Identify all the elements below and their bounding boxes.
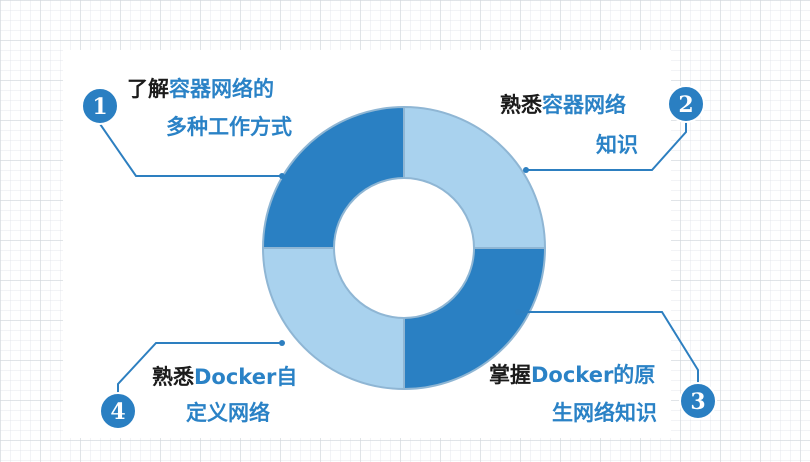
label-4-line-2: 定义网络 xyxy=(186,401,270,425)
connector-dot-2 xyxy=(523,167,529,173)
connector-dot-3 xyxy=(515,309,521,315)
connector-line-4 xyxy=(117,342,282,394)
label-4-line-1: 熟悉Docker自 xyxy=(152,362,297,392)
label-3-highlight: 掌握 xyxy=(489,363,531,387)
label-2-line-1: 熟悉容器网络 xyxy=(500,90,626,120)
ring-segment-2 xyxy=(403,105,547,249)
connector-line-2 xyxy=(526,122,687,171)
ring-segment-3 xyxy=(403,247,547,391)
number-badge-3: 3 xyxy=(679,382,717,420)
label-3-line-2: 生网络知识 xyxy=(552,401,657,425)
label-3-line-1: 掌握Docker的原 xyxy=(489,360,655,390)
badge-number-3: 3 xyxy=(690,389,705,415)
label-2-line-2: 知识 xyxy=(596,133,638,157)
label-4-highlight: 熟悉 xyxy=(152,365,194,389)
connector-dot-1 xyxy=(279,173,285,179)
badge-number-1: 1 xyxy=(92,94,107,120)
number-badge-1: 1 xyxy=(81,87,119,125)
connector-dot-4 xyxy=(279,340,285,346)
label-1-highlight: 了解 xyxy=(127,77,169,101)
label-2-rest: 容器网络 xyxy=(542,93,626,117)
ring-segment-1 xyxy=(261,105,405,249)
label-3-rest: Docker的原 xyxy=(531,363,656,387)
ring-segment-4 xyxy=(261,247,405,391)
label-1-rest: 容器网络的 xyxy=(169,77,274,101)
badge-number-2: 2 xyxy=(678,92,693,118)
number-badge-4: 4 xyxy=(99,392,137,430)
number-badge-2: 2 xyxy=(667,85,705,123)
label-2-highlight: 熟悉 xyxy=(500,93,542,117)
label-1-line-1: 了解容器网络的 xyxy=(127,74,274,104)
connector-line-3 xyxy=(518,311,699,384)
label-4-rest: Docker自 xyxy=(194,365,298,389)
label-1-line-2: 多种工作方式 xyxy=(166,115,292,139)
badge-number-4: 4 xyxy=(110,399,125,425)
